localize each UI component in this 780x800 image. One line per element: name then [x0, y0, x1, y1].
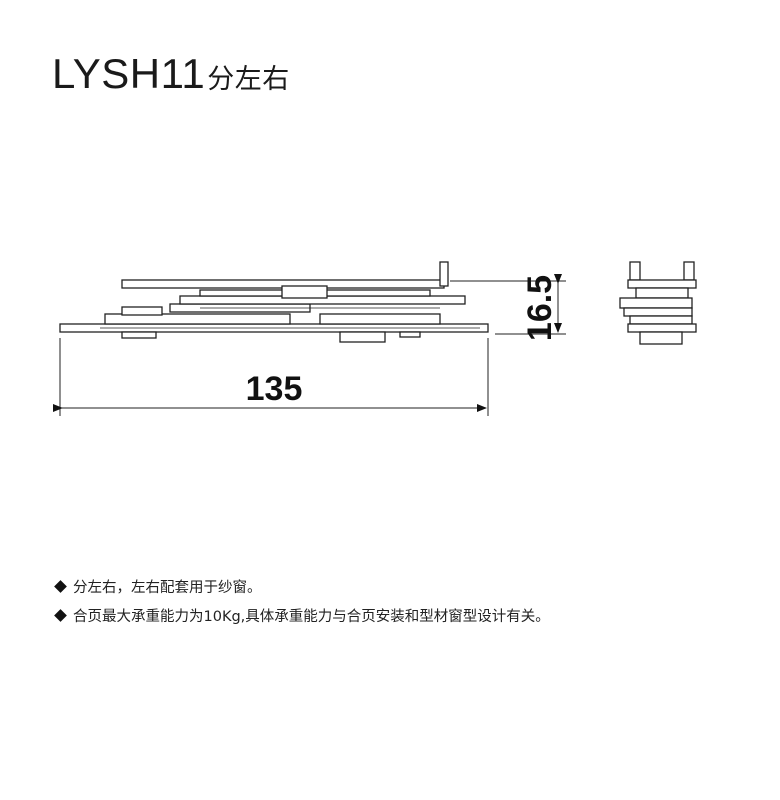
end-top-plate — [627, 279, 697, 289]
end-tab-left — [629, 261, 641, 281]
hinge-end-view — [619, 261, 697, 345]
pivot-block — [281, 285, 328, 299]
length-dimension — [53, 338, 489, 416]
model-suffix: 分左右 — [207, 64, 290, 95]
end-block-3 — [623, 307, 693, 317]
height-dimension — [450, 274, 566, 335]
top-plate-tab — [439, 261, 449, 287]
lower-arm-right — [319, 313, 441, 325]
diamond-bullet-icon — [54, 608, 67, 622]
end-block-4 — [629, 315, 693, 325]
page-title: LYSH11分左右 — [52, 50, 290, 98]
end-block-2 — [619, 297, 693, 309]
height-label: 16.5 — [521, 275, 559, 341]
end-block-1 — [635, 287, 689, 299]
length-label: 135 — [246, 370, 303, 408]
end-base — [627, 323, 697, 333]
end-tab-right — [683, 261, 695, 281]
pad-center — [339, 331, 386, 343]
note-text: 分左右，左右配套用于纱窗。 — [73, 579, 262, 596]
diamond-bullet-icon — [54, 579, 67, 593]
pad-right — [399, 331, 421, 338]
model-number: LYSH11 — [52, 50, 206, 97]
technical-drawing: 135 16.5 — [53, 261, 697, 416]
notes-list: 分左右，左右配套用于纱窗。 合页最大承重能力为10Kg,具体承重能力与合页安装和… — [52, 576, 550, 634]
lower-block — [121, 306, 163, 316]
note-text: 合页最大承重能力为10Kg,具体承重能力与合页安装和型材窗型设计有关。 — [73, 608, 550, 625]
list-item: 分左右，左右配套用于纱窗。 — [52, 576, 550, 596]
hinge-side-view — [59, 261, 489, 343]
list-item: 合页最大承重能力为10Kg,具体承重能力与合页安装和型材窗型设计有关。 — [52, 605, 550, 625]
end-pad — [639, 331, 683, 345]
lower-arm — [104, 313, 291, 325]
pad-left — [121, 331, 157, 339]
